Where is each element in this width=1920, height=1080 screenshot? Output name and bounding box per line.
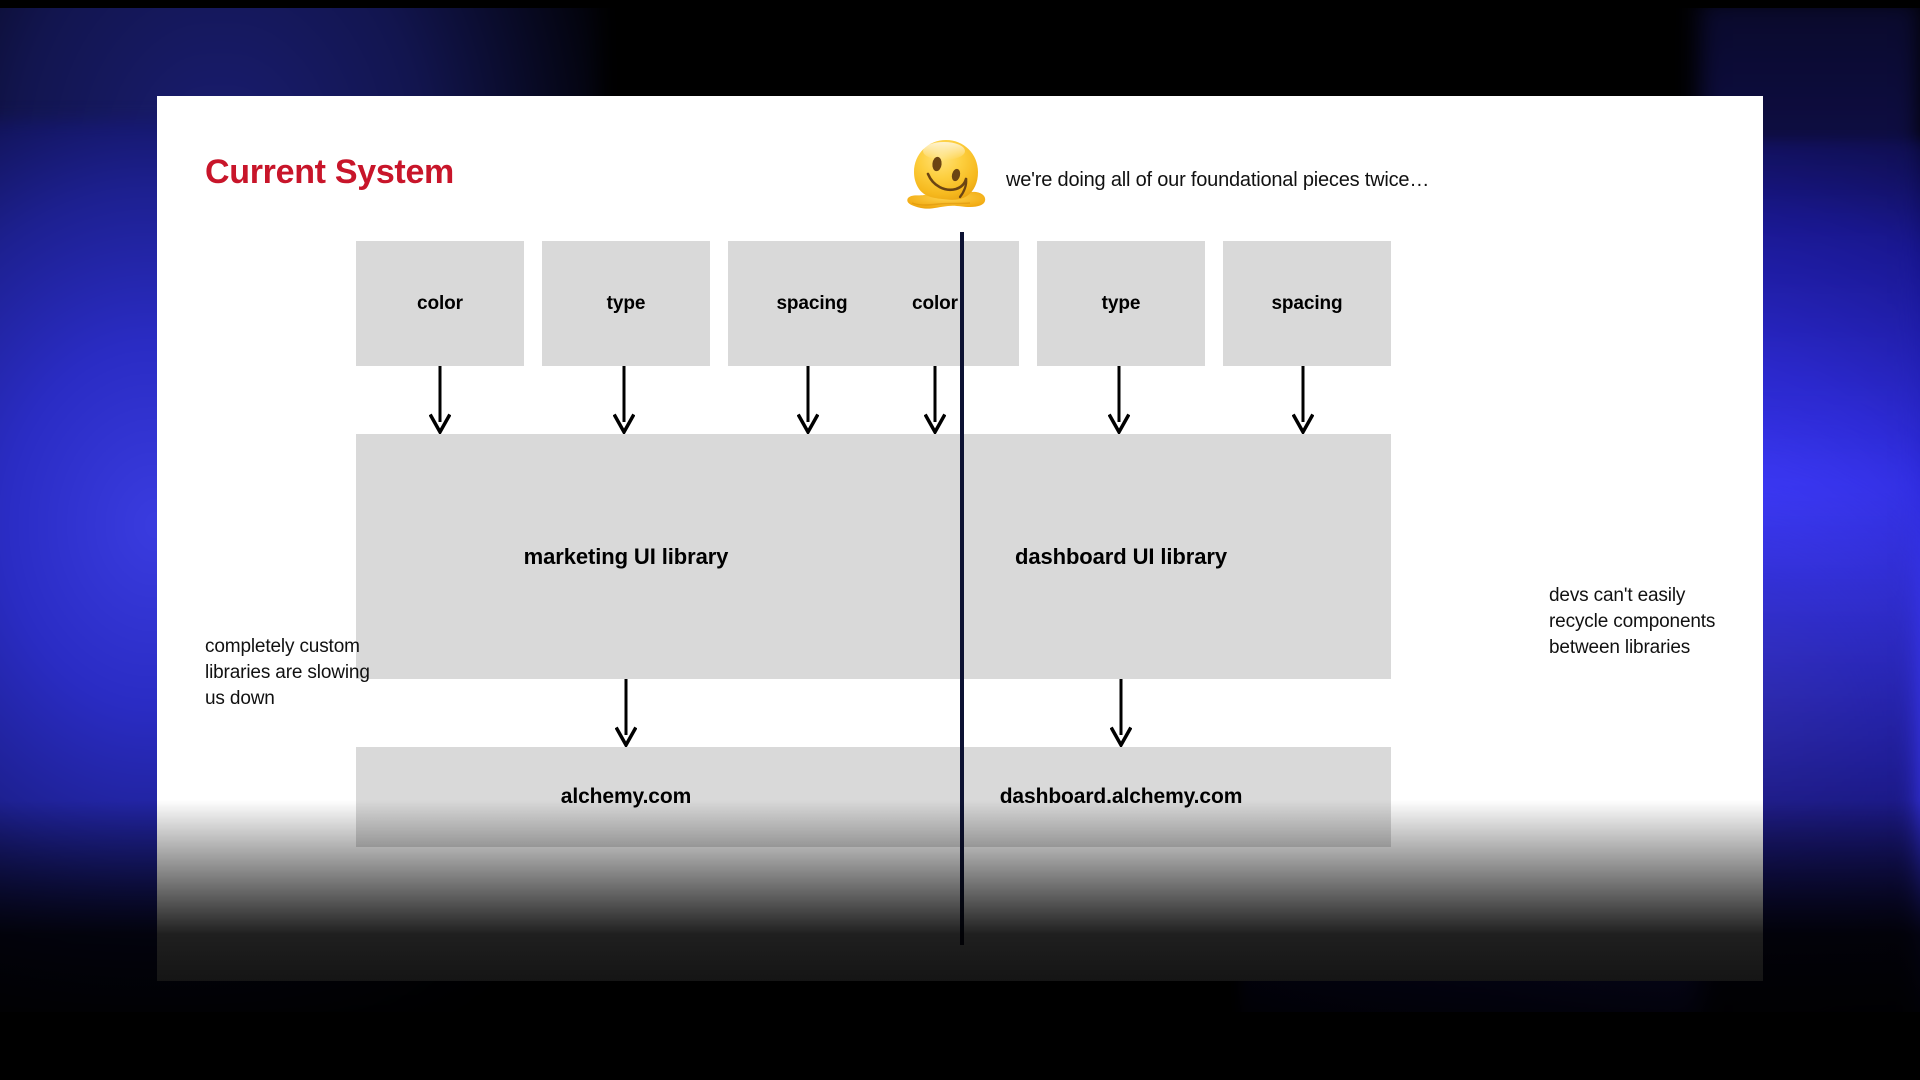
arrow-row-dashboard (851, 366, 1391, 434)
token-row-dashboard: color type spacing (851, 241, 1391, 366)
token-box-color[interactable]: color (851, 241, 1019, 366)
library-box-dashboard[interactable]: dashboard UI library (851, 434, 1391, 679)
site-label: alchemy.com (560, 785, 692, 808)
token-label: type (1101, 292, 1141, 314)
letterbox-bottom (0, 1012, 1920, 1080)
token-row-marketing: color type spacing (356, 241, 896, 366)
page-title: Current System (205, 153, 454, 191)
site-box-dashboard[interactable]: dashboard.alchemy.com (851, 747, 1391, 847)
token-label: spacing (1271, 292, 1343, 314)
caption-text: we're doing all of our foundational piec… (1006, 168, 1430, 191)
site-label: dashboard.alchemy.com (999, 785, 1243, 808)
melting-face-emoji (902, 134, 990, 222)
annotation-left: completely custom libraries are slowing … (205, 636, 370, 709)
arrow-down-icon (613, 366, 635, 434)
token-box-spacing[interactable]: spacing (1223, 241, 1391, 366)
annotation-right: devs can't easily recycle components bet… (1549, 585, 1716, 658)
arrow-down-icon (1292, 366, 1314, 434)
token-box-type[interactable]: type (1037, 241, 1205, 366)
slide-canvas: Current System (157, 96, 1763, 981)
arrow-down-icon (924, 366, 946, 434)
arrow-down-icon (1109, 679, 1133, 749)
arrow-down-icon (429, 366, 451, 434)
token-label: color (912, 292, 958, 314)
column-dashboard: color type spacing (851, 241, 1391, 941)
arrow-down-icon (614, 679, 638, 749)
token-box-color[interactable]: color (356, 241, 524, 366)
token-box-type[interactable]: type (542, 241, 710, 366)
library-box-marketing[interactable]: marketing UI library (356, 434, 896, 679)
column-divider (960, 232, 964, 945)
letterbox-top (0, 0, 1920, 8)
arrow-down-icon (797, 366, 819, 434)
caption-row: we're doing all of our foundational piec… (902, 134, 1429, 222)
arrow-down-icon (1108, 366, 1130, 434)
column-marketing: color type spacing (356, 241, 896, 941)
arrow-row-marketing (356, 366, 896, 434)
library-label: dashboard UI library (1015, 543, 1227, 569)
library-label: marketing UI library (523, 543, 729, 569)
site-box-marketing[interactable]: alchemy.com (356, 747, 896, 847)
token-label: color (417, 292, 463, 314)
token-label: type (606, 292, 646, 314)
token-label: spacing (776, 292, 848, 314)
